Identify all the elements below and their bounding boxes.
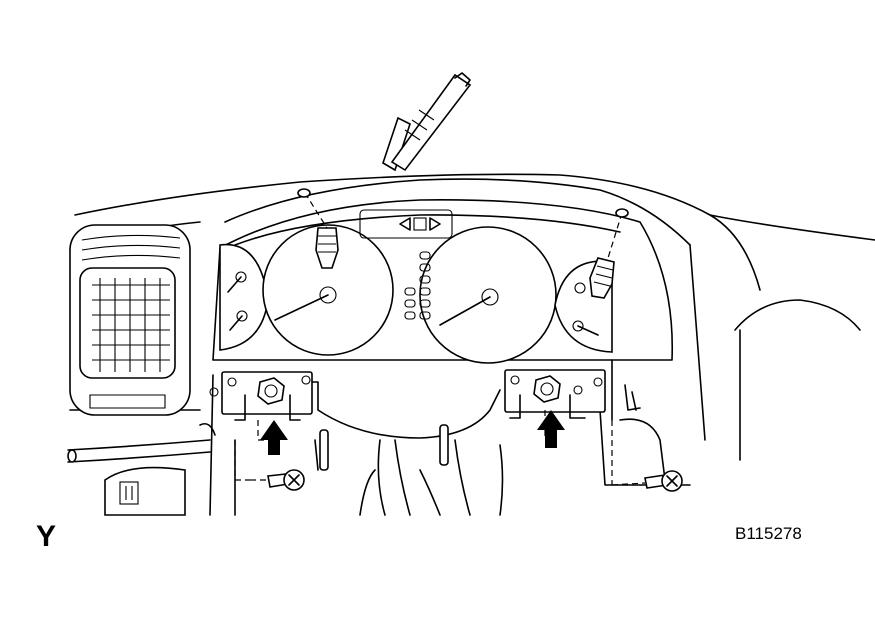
cluster-housing (212, 199, 674, 361)
screw-icon (611, 420, 683, 492)
bolt-left (257, 377, 285, 405)
bolt-right (533, 375, 561, 403)
view-label: Y (36, 520, 57, 553)
arrow-icon (260, 420, 288, 455)
arrow-icon (537, 410, 565, 448)
lower-panel (104, 466, 186, 516)
screwdriver-icon (382, 72, 472, 172)
indicator-panel (359, 209, 453, 320)
clip-icon (297, 188, 339, 269)
clip-icon (589, 208, 629, 299)
figure-number: B115278 (735, 524, 802, 543)
gauges (219, 224, 613, 364)
air-vent (69, 224, 191, 416)
screw-icon (234, 440, 305, 491)
